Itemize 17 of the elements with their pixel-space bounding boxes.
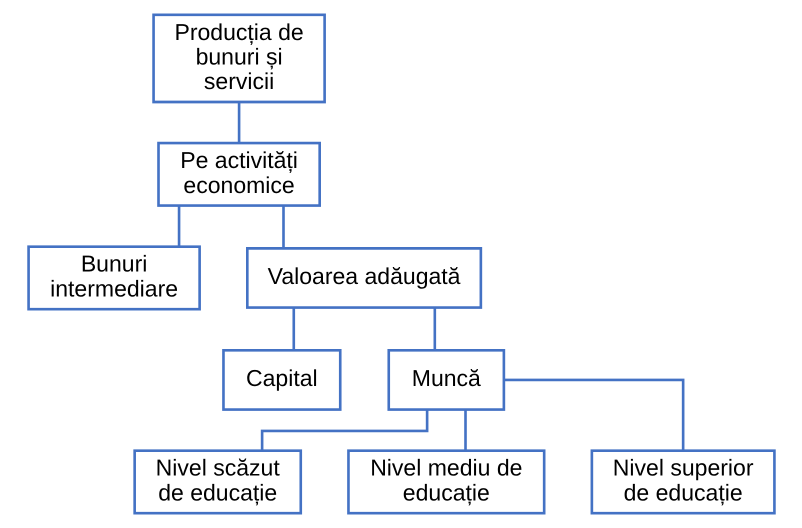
node-box: Capital	[222, 349, 342, 411]
node-box: Nivel mediu de educație	[346, 449, 545, 514]
connector	[433, 308, 436, 350]
node-box: Valoarea adăugată	[246, 247, 482, 309]
node-box: Producția de bunuri și servicii	[152, 14, 326, 104]
connector	[464, 410, 466, 450]
connector	[504, 378, 684, 450]
node-box: Nivel scăzut de educație	[132, 449, 302, 514]
connector	[260, 410, 428, 450]
node-box: Pe activități economice	[156, 142, 320, 207]
node-box: Bunuri intermediare	[26, 245, 200, 311]
connector	[282, 206, 284, 248]
connector	[177, 206, 180, 247]
node-box: Nivel superior de educație	[590, 449, 776, 514]
connector	[292, 308, 295, 350]
node-box: Muncă	[386, 349, 505, 411]
connector	[237, 102, 240, 144]
